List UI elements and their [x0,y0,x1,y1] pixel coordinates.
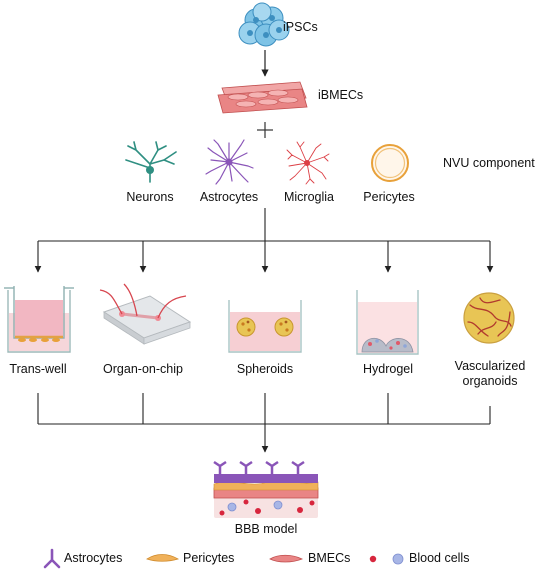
neuron-icon [125,141,177,183]
model-label-organ-on-chip: Organ-on-chip [103,362,183,376]
nvu-label-neurons: Neurons [126,190,174,204]
microglia-icon [286,141,330,185]
organ-on-chip-icon [99,283,192,345]
legend-label-bmecs: BMECs [308,551,351,565]
legend-label-astrocytes: Astrocytes [64,551,123,565]
model-label-trans-well: Trans-well [9,362,67,376]
ipsc-icon [238,2,290,47]
nvu-label-microglia: Microglia [283,190,335,204]
ibmec-label: iBMECs [318,88,364,102]
legend-label-pericytes: Pericytes [183,551,235,565]
vascularized-organoid-icon [463,292,515,344]
nvu-title: NVU component [443,156,535,170]
astrocyte-icon [205,139,254,185]
transwell-icon [4,286,74,353]
branch-connectors [34,208,494,273]
legend-astrocyte-icon [43,548,61,569]
nvu-label-astrocytes: Astrocytes [199,190,259,204]
plus-icon [257,122,273,138]
legend-pericyte-icon [146,554,179,562]
bbb-model-icon [213,460,319,518]
bbb-model-label: BBB model [234,522,298,536]
model-label-vascularized-organoids: Vascularized organoids [454,359,526,388]
hydrogel-icon [356,290,419,355]
model-label-spheroids: Spheroids [236,362,294,376]
legend-label-blood-cells: Blood cells [409,551,470,565]
pericyte-icon [371,144,409,182]
nvu-label-pericytes: Pericytes [363,190,415,204]
model-label-hydrogel: Hydrogel [362,362,414,376]
merge-connectors [37,393,491,453]
ibmec-icon [217,81,308,114]
ipsc-label: iPSCs [283,20,318,34]
spheroids-icon [228,300,302,353]
legend-blood-cells-icon [369,553,404,565]
legend-bmec-icon [269,554,303,563]
